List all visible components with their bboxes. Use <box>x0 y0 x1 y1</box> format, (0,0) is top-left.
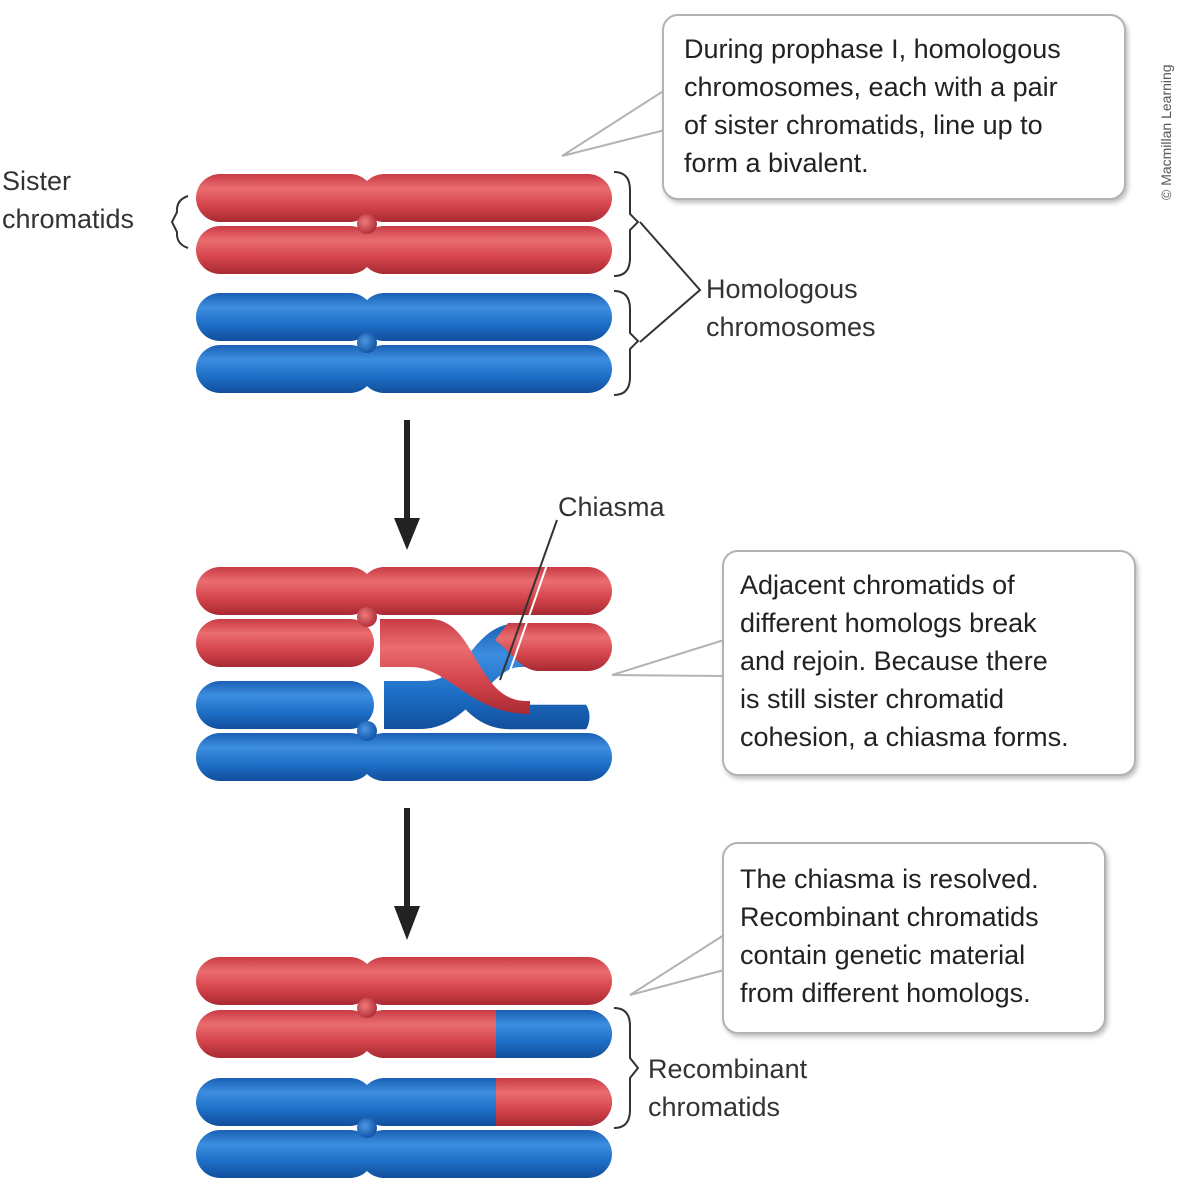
red-arm-distal <box>495 623 612 671</box>
callout-line: cohesion, a chiasma forms. <box>740 722 1069 752</box>
centromere <box>357 214 377 234</box>
homologous-chromosomes-label: Homologous chromosomes <box>706 270 876 346</box>
callout-chiasma-forms: Adjacent chromatids of different homolog… <box>722 550 1136 776</box>
sister-chromatids-bracket <box>170 195 189 249</box>
bivalent-step-1 <box>196 174 612 393</box>
label-line: chromatids <box>2 204 135 234</box>
label-line: Homologous <box>706 274 858 304</box>
chiasma-label: Chiasma <box>558 492 665 522</box>
red-chromatid-arm <box>360 226 612 274</box>
recombinant-chromatids-bracket <box>613 1007 640 1129</box>
callout-chiasma-resolved: The chiasma is resolved. Recombinant chr… <box>722 842 1106 1034</box>
red-segment <box>496 1078 612 1126</box>
callout-line: During prophase I, homologous <box>684 34 1061 64</box>
label-line: Sister <box>2 166 72 196</box>
bivalent-step-2-chiasma <box>196 567 612 781</box>
callout-line: different homologs break <box>740 608 1037 638</box>
blue-chromatid-arm <box>196 1130 374 1178</box>
red-chromatid-arm <box>196 619 374 667</box>
red-chromatid-arm <box>196 957 374 1005</box>
blue-chromatid-arm <box>196 1078 374 1126</box>
blue-chromatid-arm <box>196 345 374 393</box>
callout-line: from different homologs. <box>740 978 1031 1008</box>
label-line: chromosomes <box>706 312 876 342</box>
red-chromatid-arm <box>196 567 374 615</box>
blue-chromatid-arm <box>360 1130 612 1178</box>
bivalent-step-3-recombinant <box>196 957 612 1178</box>
red-homolog-bracket <box>613 171 640 277</box>
callout-1-pointer <box>561 89 666 157</box>
blue-chromatid-arm <box>196 681 374 729</box>
blue-chromatid-arm <box>360 345 612 393</box>
down-arrow-icon <box>394 420 420 550</box>
label-line: Recombinant <box>648 1054 808 1084</box>
copyright-notice: © Macmillan Learning <box>1158 64 1174 200</box>
blue-chromatid-arm <box>196 293 374 341</box>
down-arrow-icon <box>394 808 420 940</box>
red-arm-upper-crossing <box>380 619 530 714</box>
callout-line: Recombinant chromatids <box>740 902 1039 932</box>
callout-line: Adjacent chromatids of <box>740 570 1015 600</box>
blue-homolog-bracket <box>613 290 640 396</box>
centromere <box>357 998 377 1018</box>
callout-line: contain genetic material <box>740 940 1026 970</box>
callout-line: chromosomes, each with a pair <box>684 72 1058 102</box>
red-chromatid-arm <box>360 957 612 1005</box>
callout-line: form a bivalent. <box>684 148 869 178</box>
red-chromatid-arm <box>196 1010 374 1058</box>
callout-line: of sister chromatids, line up to <box>684 110 1043 140</box>
red-chromatid-arm <box>196 226 374 274</box>
red-chromatid-arm <box>360 567 612 615</box>
blue-chromatid-arm <box>360 733 612 781</box>
blue-segment <box>496 1010 612 1058</box>
recombinant-chromatids-label: Recombinant chromatids <box>648 1050 807 1126</box>
sister-chromatids-label: Sister chromatids <box>2 162 134 238</box>
centromere <box>357 721 377 741</box>
callout-3-pointer <box>629 934 725 996</box>
chiasma-pointer-line <box>505 521 563 683</box>
chiasma-pointer-line <box>499 519 558 681</box>
blue-chromatid-arm <box>360 293 612 341</box>
red-homolog <box>196 174 612 274</box>
callout-2-pointer <box>611 639 725 677</box>
label-line: chromatids <box>648 1092 781 1122</box>
blue-homolog <box>196 293 612 393</box>
centromere <box>357 333 377 353</box>
red-chromatid-arm <box>196 174 374 222</box>
callout-line: is still sister chromatid <box>740 684 1005 714</box>
homologous-chromosomes-connector <box>639 221 702 343</box>
callout-prophase-bivalent: During prophase I, homologous chromosome… <box>662 14 1126 200</box>
callout-line: and rejoin. Because there <box>740 646 1048 676</box>
centromere <box>357 607 377 627</box>
centromere <box>357 1118 377 1138</box>
red-chromatid-arm <box>360 174 612 222</box>
blue-chromatid-arm <box>196 733 374 781</box>
callout-line: The chiasma is resolved. <box>740 864 1039 894</box>
